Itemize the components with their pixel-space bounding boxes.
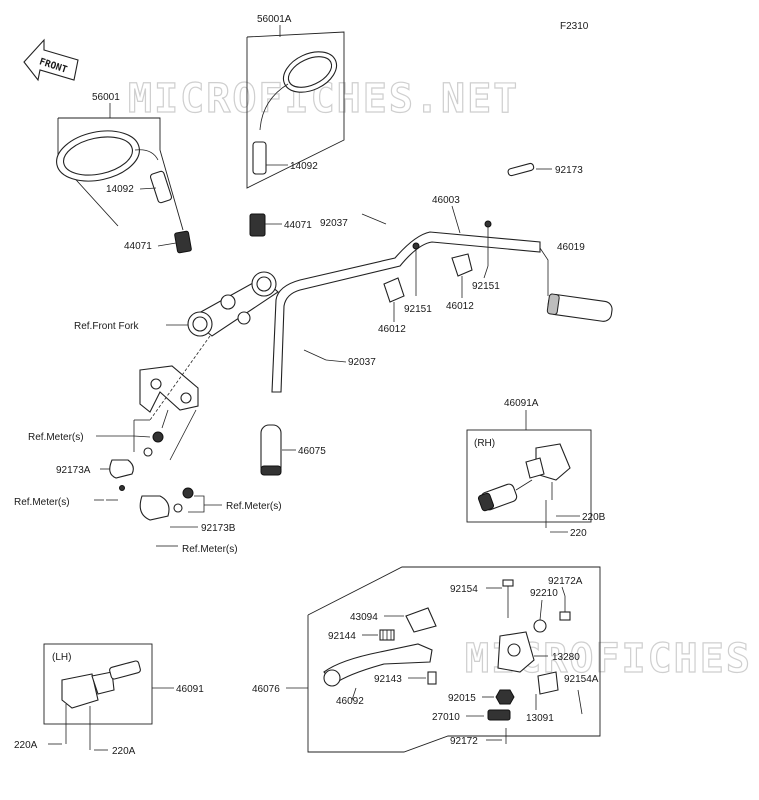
box-rh-title: (RH) [474,438,495,449]
label-92015: 92015 [448,693,476,704]
label-46012-a: 46012 [446,301,474,312]
label-220A-b: 220A [112,746,136,757]
label-56001A: 56001A [257,14,292,25]
mirror-right [249,51,338,237]
clamp-92173A [109,459,134,479]
label-46075: 46075 [298,446,326,457]
nut-92015 [495,689,515,705]
switch-43094 [405,607,437,633]
label-92172A: 92172A [548,576,583,587]
clamp-13091 [537,671,559,695]
fork-bracket [187,271,279,337]
grip-46019 [546,293,613,322]
nut-44071-left [174,230,192,254]
clamp-92173B [139,495,170,521]
label-92154: 92154 [450,584,478,595]
collar-92143 [427,671,437,685]
lever-46092 [323,643,433,687]
meter-stay [139,365,199,461]
label-ref-meter-4: Ref.Meter(s) [182,544,238,555]
label-92037-mid: 92037 [348,357,376,368]
label-ref-front-fork: Ref.Front Fork [74,321,139,332]
label-92210: 92210 [530,588,558,599]
label-92151-a: 92151 [472,281,500,292]
label-43094: 43094 [350,612,378,623]
label-14092-left: 14092 [106,184,134,195]
box-lh [43,643,153,725]
switch-rh [477,443,571,512]
label-46076: 46076 [252,684,280,695]
label-44071-left: 44071 [124,241,152,252]
nut-44071-top [249,213,266,237]
label-ref-meter-2: Ref.Meter(s) [14,497,70,508]
box-lh-title: (LH) [52,652,71,663]
label-92151-b: 92151 [404,304,432,315]
master-cylinder [497,631,535,673]
label-92173: 92173 [555,165,583,176]
holder-46012-a [451,220,492,277]
label-92172: 92172 [450,736,478,747]
boot-14092-left [149,170,173,204]
label-92154A: 92154A [564,674,599,685]
label-92037-top: 92037 [320,218,348,229]
figure-code: F2310 [560,21,589,32]
label-220B: 220B [582,512,606,523]
label-220-rh: 220 [570,528,587,539]
boot-14092-top [252,141,267,175]
front-arrow-icon: FRONT [23,38,79,82]
label-46091A: 46091A [504,398,539,409]
label-46092: 46092 [336,696,364,707]
label-46019: 46019 [557,242,585,253]
label-13091: 13091 [526,713,554,724]
label-56001: 56001 [92,92,120,103]
box-rh [466,429,592,523]
label-14092-top: 14092 [290,161,318,172]
label-44071-top: 44071 [284,220,312,231]
box-46076 [307,566,601,753]
label-92173A: 92173A [56,465,91,476]
label-ref-meter-3: Ref.Meter(s) [226,501,282,512]
holder-46012-b [383,242,420,303]
label-92143: 92143 [374,674,402,685]
label-46091: 46091 [176,684,204,695]
label-92173B: 92173B [201,523,236,534]
switch-lh [61,660,141,709]
handlebar-46003 [271,231,541,393]
mirror-56001-frame-a [58,117,184,231]
label-46012-b: 46012 [378,324,406,335]
label-13280: 13280 [552,652,580,663]
mirror-left [56,130,192,254]
band-92173 [507,162,535,177]
label-27010: 27010 [432,712,460,723]
label-ref-meter-1: Ref.Meter(s) [28,432,84,443]
label-46003: 46003 [432,195,460,206]
spring-92144 [379,629,395,641]
switch-27010 [487,709,511,721]
mirror-56001A-frame [246,31,345,189]
label-92144: 92144 [328,631,356,642]
label-220A-a: 220A [14,740,38,751]
grip-46075 [260,424,282,476]
